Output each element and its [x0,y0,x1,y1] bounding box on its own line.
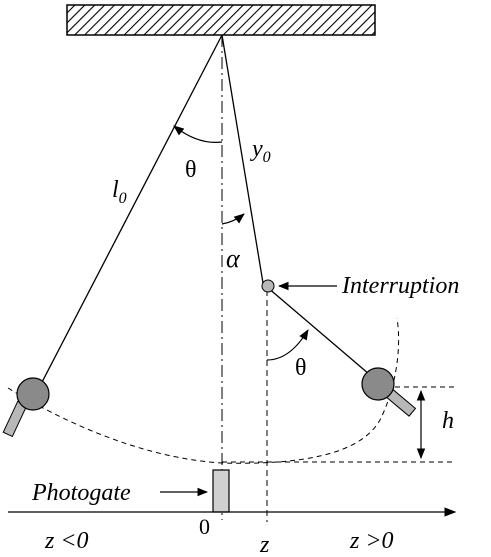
left-bob [2,377,50,438]
theta-top-label: θ [185,157,197,183]
origin-label: 0 [199,514,210,539]
right-lower-string [266,286,377,381]
right-upper-string [221,34,264,284]
left-string [39,34,223,387]
photogate-sensor [212,469,230,513]
swing-trajectory [7,317,400,464]
ceiling-support [66,4,376,36]
z-positive-label: z >0 [349,528,394,554]
z-mid-label: z [259,532,270,557]
right-bob [361,367,417,417]
z-negative-label: z <0 [44,528,89,554]
photogate-label: Photogate [31,480,131,506]
interruption-label: Interruption [341,273,459,299]
alpha-arc [221,213,245,225]
theta-top-arc [173,125,223,144]
y0-label: y0 [250,136,271,166]
alpha-label: α [226,244,241,273]
l0-label: l0 [112,177,127,207]
theta-bottom-label: θ [295,355,307,381]
interruption-peg [261,279,275,293]
theta-bottom-arc [266,329,309,361]
h-label: h [442,408,454,434]
